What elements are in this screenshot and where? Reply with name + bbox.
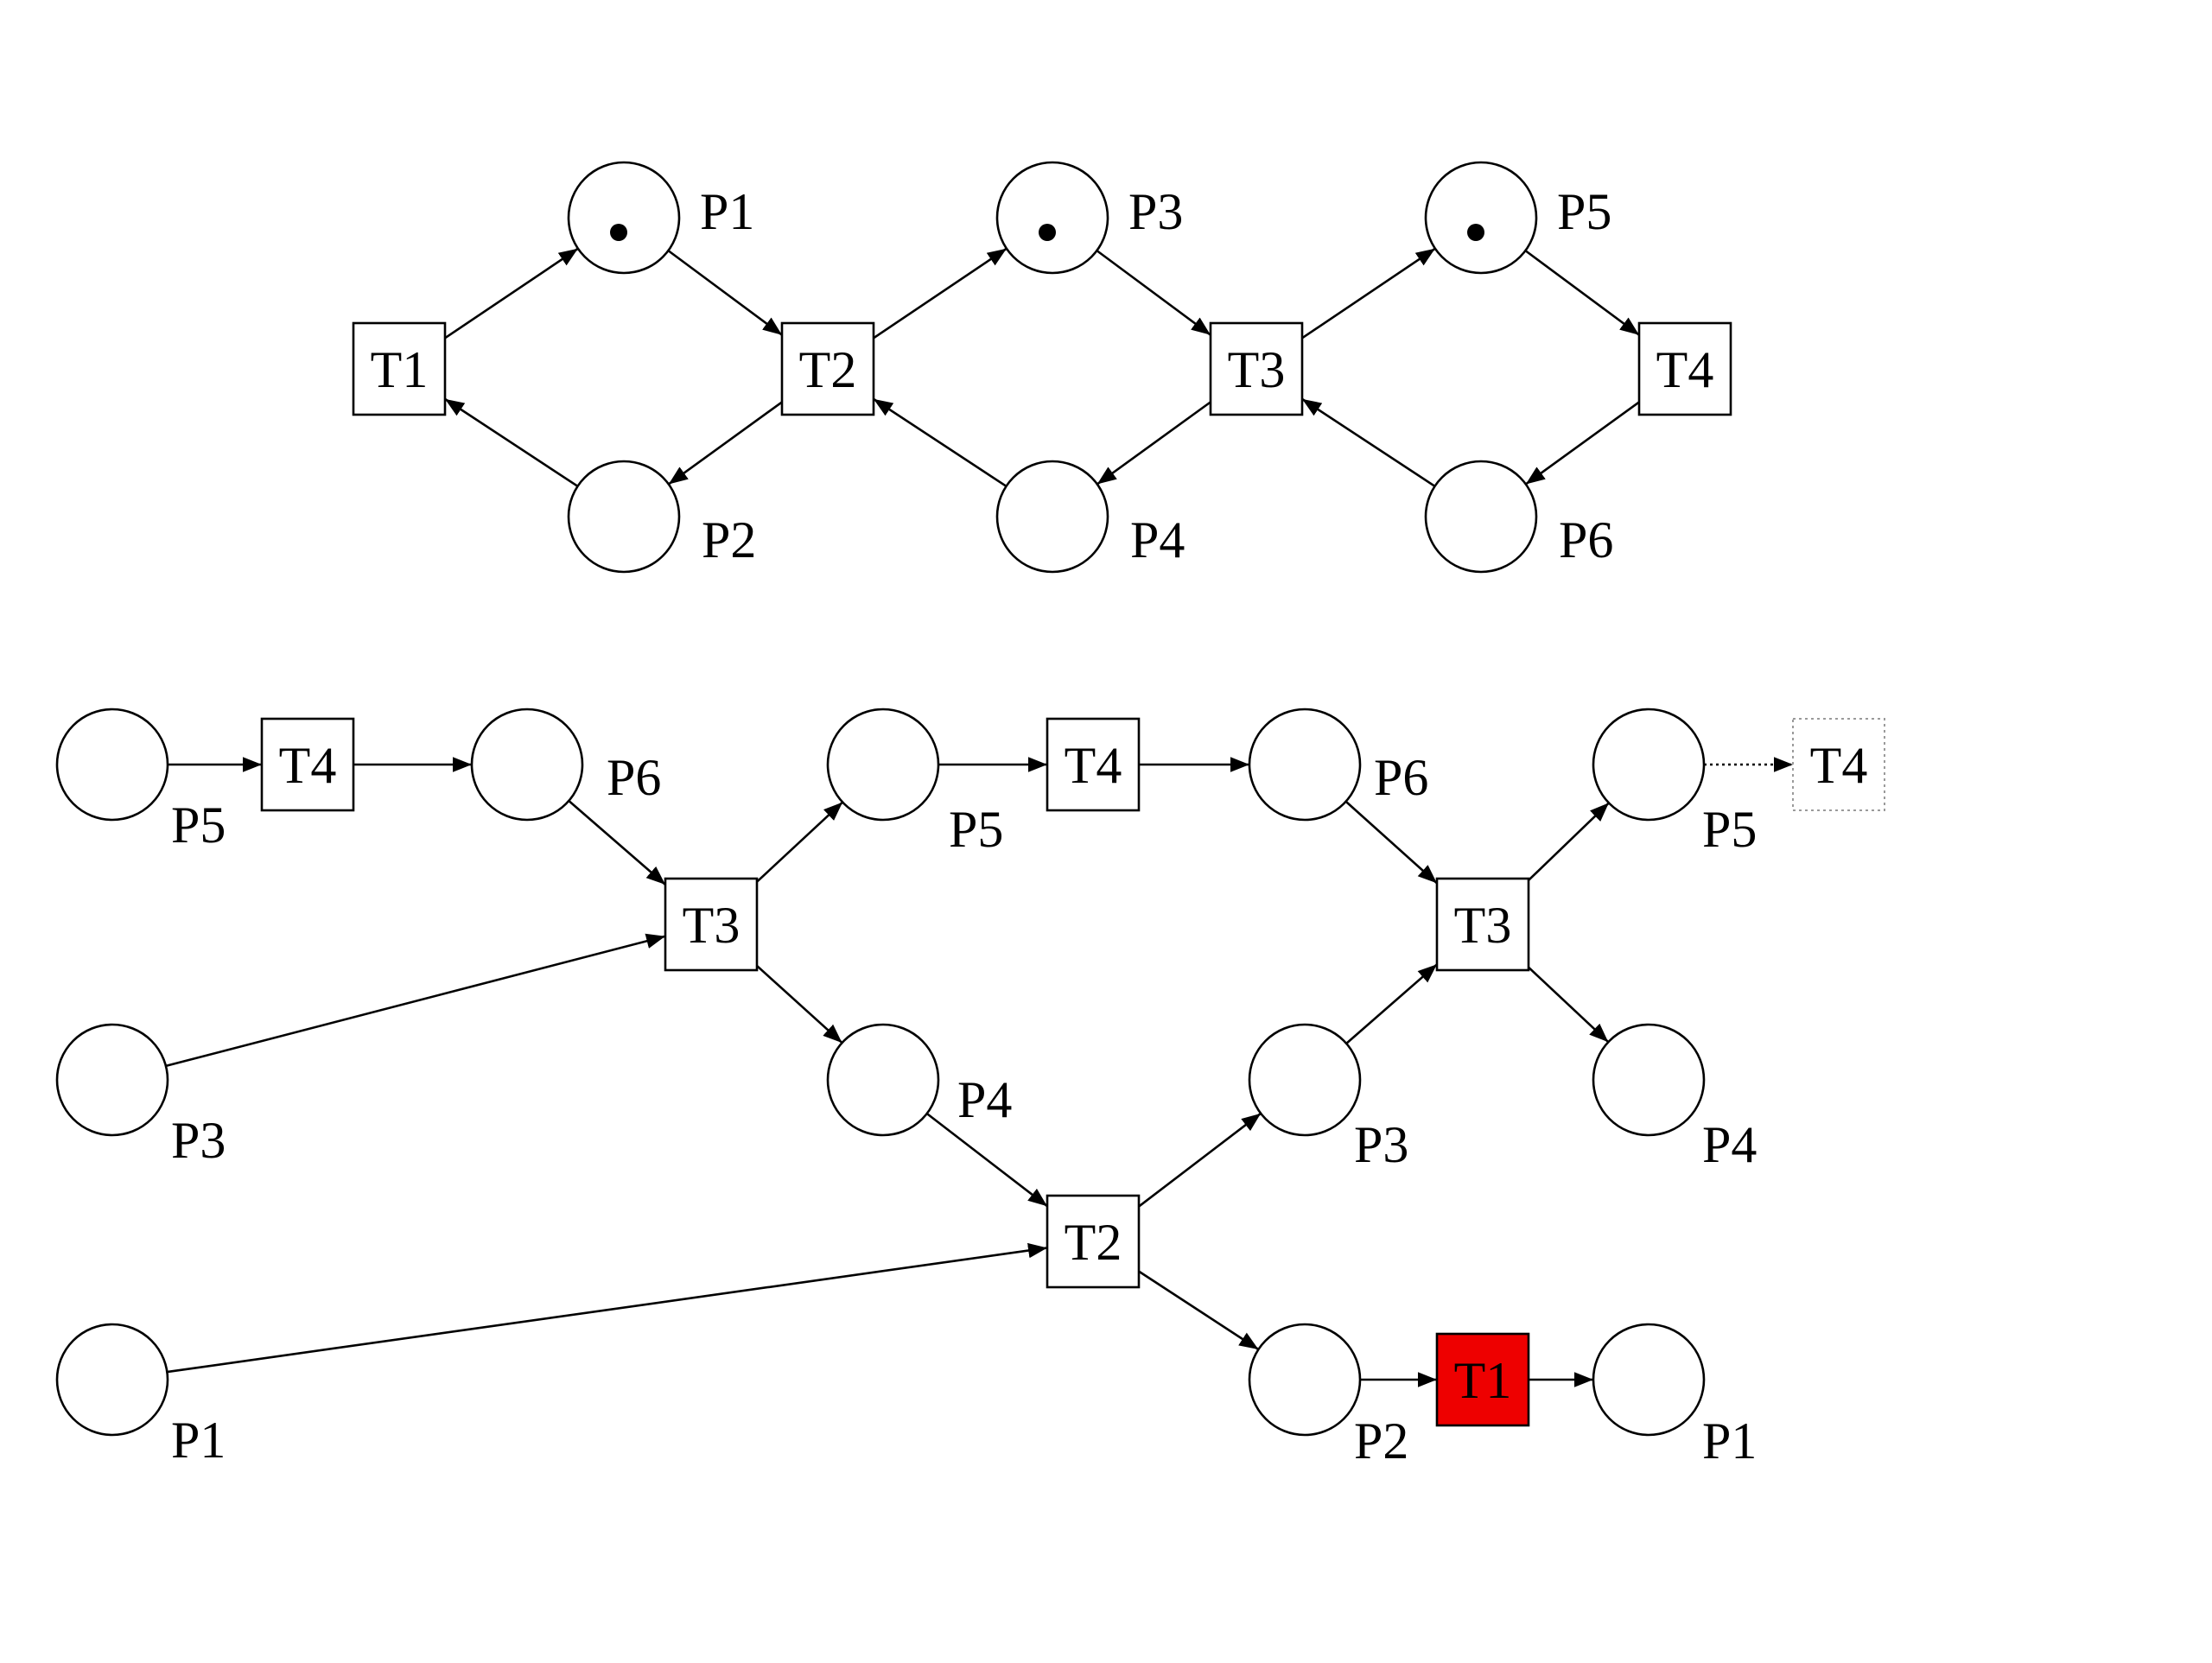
- place-label-p3: P3: [1128, 183, 1183, 240]
- unfold-arc-e4-b8: [1138, 1112, 1262, 1208]
- event-label-e1: T4: [279, 737, 337, 794]
- unfold-arc-b4-e2: [568, 799, 666, 885]
- event-label-e2: T3: [683, 897, 741, 954]
- net-arc-p2-t1: [444, 397, 579, 487]
- condition-label-b10: P5: [1702, 801, 1757, 858]
- condition-b6: [826, 1023, 940, 1137]
- unfold-arc-e4-b9: [1138, 1270, 1260, 1351]
- condition-label-b7: P6: [1374, 749, 1428, 806]
- token-p3: [1039, 224, 1056, 241]
- condition-label-b5: P5: [949, 801, 1003, 858]
- condition-label-b9: P2: [1354, 1412, 1408, 1469]
- net-arc-p6-t3: [1301, 397, 1436, 487]
- transition-label-t2: T2: [799, 341, 857, 398]
- place-label-p5: P5: [1557, 183, 1611, 240]
- place-label-p1: P1: [700, 183, 754, 240]
- token-p5: [1467, 224, 1484, 241]
- net-arc-p5-t4: [1524, 250, 1640, 336]
- condition-b1: [55, 708, 169, 822]
- unfold-arc-b7-e5: [1344, 800, 1438, 885]
- unfold-arc-e2-b5: [756, 801, 844, 883]
- transition-label-t4: T4: [1656, 341, 1714, 398]
- event-e5: [1435, 877, 1530, 972]
- net-arc-t4-p6: [1525, 401, 1640, 486]
- condition-label-b2: P3: [171, 1112, 226, 1169]
- token-p1: [610, 224, 627, 241]
- transition-label-t3: T3: [1228, 341, 1286, 398]
- place-p2: [567, 460, 681, 574]
- place-label-p6: P6: [1559, 511, 1613, 568]
- event-e2: [664, 877, 759, 972]
- unfold-arc-e2-b6: [756, 964, 843, 1044]
- place-p5: [1424, 161, 1538, 275]
- unfold-arc-e5-b10: [1528, 802, 1610, 881]
- condition-b5: [826, 708, 940, 822]
- net-arc-t3-p5: [1301, 247, 1436, 340]
- net-arc-t2-p3: [873, 247, 1007, 340]
- transition-t3: [1209, 321, 1304, 416]
- place-p1: [567, 161, 681, 275]
- condition-label-b11: P4: [1702, 1116, 1757, 1173]
- condition-label-b4: P6: [607, 749, 661, 806]
- transition-t1: [352, 321, 447, 416]
- condition-b2: [55, 1023, 169, 1137]
- event-e3: [1046, 717, 1141, 812]
- condition-b7: [1248, 708, 1362, 822]
- net-arc-p1-t2: [667, 250, 783, 336]
- condition-label-b6: P4: [957, 1071, 1012, 1128]
- condition-b12: [1592, 1323, 1706, 1437]
- unfold-arc-e5-b11: [1528, 966, 1610, 1044]
- condition-label-b12: P1: [1702, 1412, 1757, 1469]
- unfold-arc-b6-e4: [925, 1113, 1048, 1208]
- net-arc-t2-p2: [668, 401, 783, 486]
- condition-b8: [1248, 1023, 1362, 1137]
- event-label-e4: T2: [1065, 1214, 1122, 1271]
- transition-t4: [1637, 321, 1732, 416]
- condition-label-b8: P3: [1354, 1116, 1408, 1173]
- place-p6: [1424, 460, 1538, 574]
- event-e1: [260, 717, 355, 812]
- place-label-p4: P4: [1130, 511, 1185, 568]
- event-label-e6: T1: [1454, 1352, 1512, 1409]
- condition-label-b1: P5: [171, 797, 226, 854]
- condition-b4: [470, 708, 584, 822]
- event-e4: [1046, 1194, 1141, 1289]
- net-arc-t3-p4: [1096, 401, 1211, 486]
- place-p3: [995, 161, 1109, 275]
- transition-t2: [780, 321, 875, 416]
- place-p4: [995, 460, 1109, 574]
- event-e6: [1435, 1332, 1530, 1427]
- condition-b3: [55, 1323, 169, 1437]
- condition-b11: [1592, 1023, 1706, 1137]
- condition-b9: [1248, 1323, 1362, 1437]
- event-label-e3: T4: [1065, 737, 1122, 794]
- net-arc-p4-t2: [873, 397, 1007, 487]
- place-label-p2: P2: [702, 511, 756, 568]
- unfold-arc-b8-e5: [1345, 963, 1438, 1044]
- event-label-e5: T3: [1454, 897, 1512, 954]
- unfold-arc-b3-e4: [167, 1242, 1048, 1374]
- condition-label-b3: P1: [171, 1412, 226, 1469]
- transition-label-t1: T1: [371, 341, 429, 398]
- condition-b10: [1592, 708, 1706, 822]
- unfold-arc-b2-e2: [165, 933, 666, 1068]
- event-e7: [1792, 718, 1885, 811]
- event-label-e7: T4: [1810, 737, 1868, 794]
- net-arc-p3-t3: [1096, 250, 1211, 336]
- net-arc-t1-p1: [444, 247, 579, 340]
